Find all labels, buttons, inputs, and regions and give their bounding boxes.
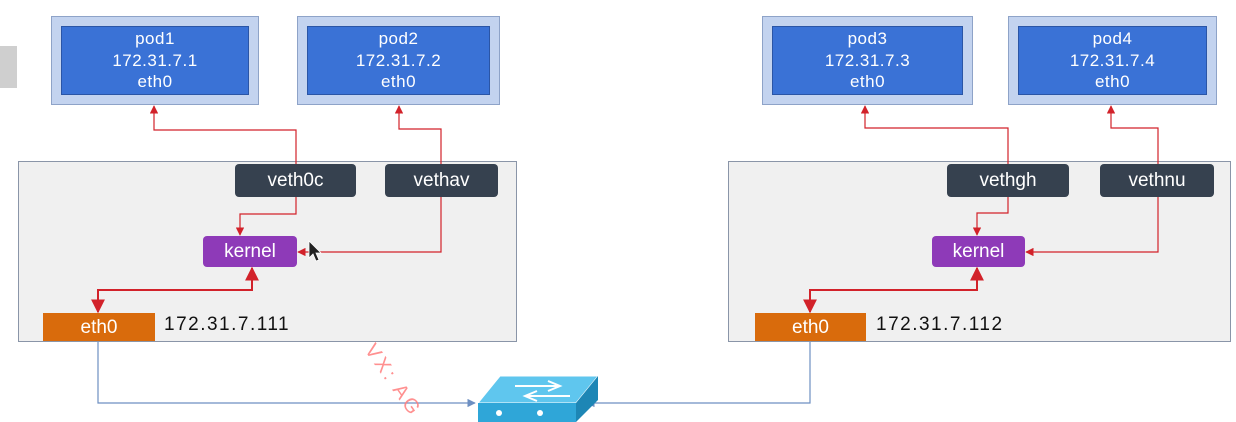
link-pod1-veth0c [149, 105, 297, 164]
pod-3-box: pod3 172.31.7.3 eth0 [772, 26, 963, 95]
pod-name: pod2 [378, 28, 419, 48]
side-tab [0, 46, 17, 88]
pod-1-box: pod1 172.31.7.1 eth0 [61, 26, 249, 95]
pod-name: pod3 [847, 28, 888, 48]
link-veth0c-kernel [235, 197, 297, 236]
veth-box-vethgh: vethgh [947, 164, 1069, 197]
pod-name: pod1 [135, 28, 175, 48]
link-kernel-eth0-host-1 [91, 266, 259, 314]
link-pod4-vethnu [1106, 105, 1159, 164]
pod-4: pod4 172.31.7.4 eth0 [1008, 16, 1217, 105]
link-vethav-kernel [297, 197, 442, 257]
pod-ip: 172.31.7.3 [824, 50, 911, 70]
pod-ip: 172.31.7.1 [112, 50, 198, 70]
eth0-host-2: eth0 [755, 313, 866, 341]
host-2-ip: 172.31.7.112 [876, 314, 1004, 335]
link-vethnu-kernel [1025, 197, 1159, 257]
link-pod3-vethgh [860, 105, 1009, 164]
uplink-host-2 [586, 342, 811, 408]
kernel-box-host-1: kernel [203, 236, 297, 267]
pod-iface: eth0 [380, 72, 417, 92]
veth-box-veth0c: veth0c [235, 164, 356, 197]
veth-box-vethav: vethav [385, 164, 498, 197]
veth-box-vethnu: vethnu [1100, 164, 1214, 197]
pod-iface: eth0 [849, 72, 886, 92]
pod-name: pod4 [1092, 28, 1133, 48]
pod-2: pod2 172.31.7.2 eth0 [297, 16, 500, 105]
switch-icon [476, 375, 600, 422]
pod-ip: 172.31.7.2 [355, 50, 442, 70]
pod-2-box: pod2 172.31.7.2 eth0 [307, 26, 490, 95]
host-1-ip: 172.31.7.111 [164, 314, 291, 335]
pod-3: pod3 172.31.7.3 eth0 [762, 16, 973, 105]
pod-ip: 172.31.7.4 [1069, 50, 1156, 70]
link-pod2-vethav [394, 105, 442, 164]
uplink-host-1 [97, 342, 476, 408]
pod-1: pod1 172.31.7.1 eth0 [51, 16, 259, 105]
pod-4-box: pod4 172.31.7.4 eth0 [1018, 26, 1207, 95]
pod-iface: eth0 [1094, 72, 1131, 92]
link-vethgh-kernel [972, 197, 1009, 236]
mouse-cursor-icon [308, 240, 322, 262]
pod-iface: eth0 [137, 72, 173, 92]
eth0-host-1: eth0 [43, 313, 155, 341]
kernel-box-host-2: kernel [932, 236, 1025, 267]
link-kernel-eth0-host-2 [803, 266, 984, 314]
